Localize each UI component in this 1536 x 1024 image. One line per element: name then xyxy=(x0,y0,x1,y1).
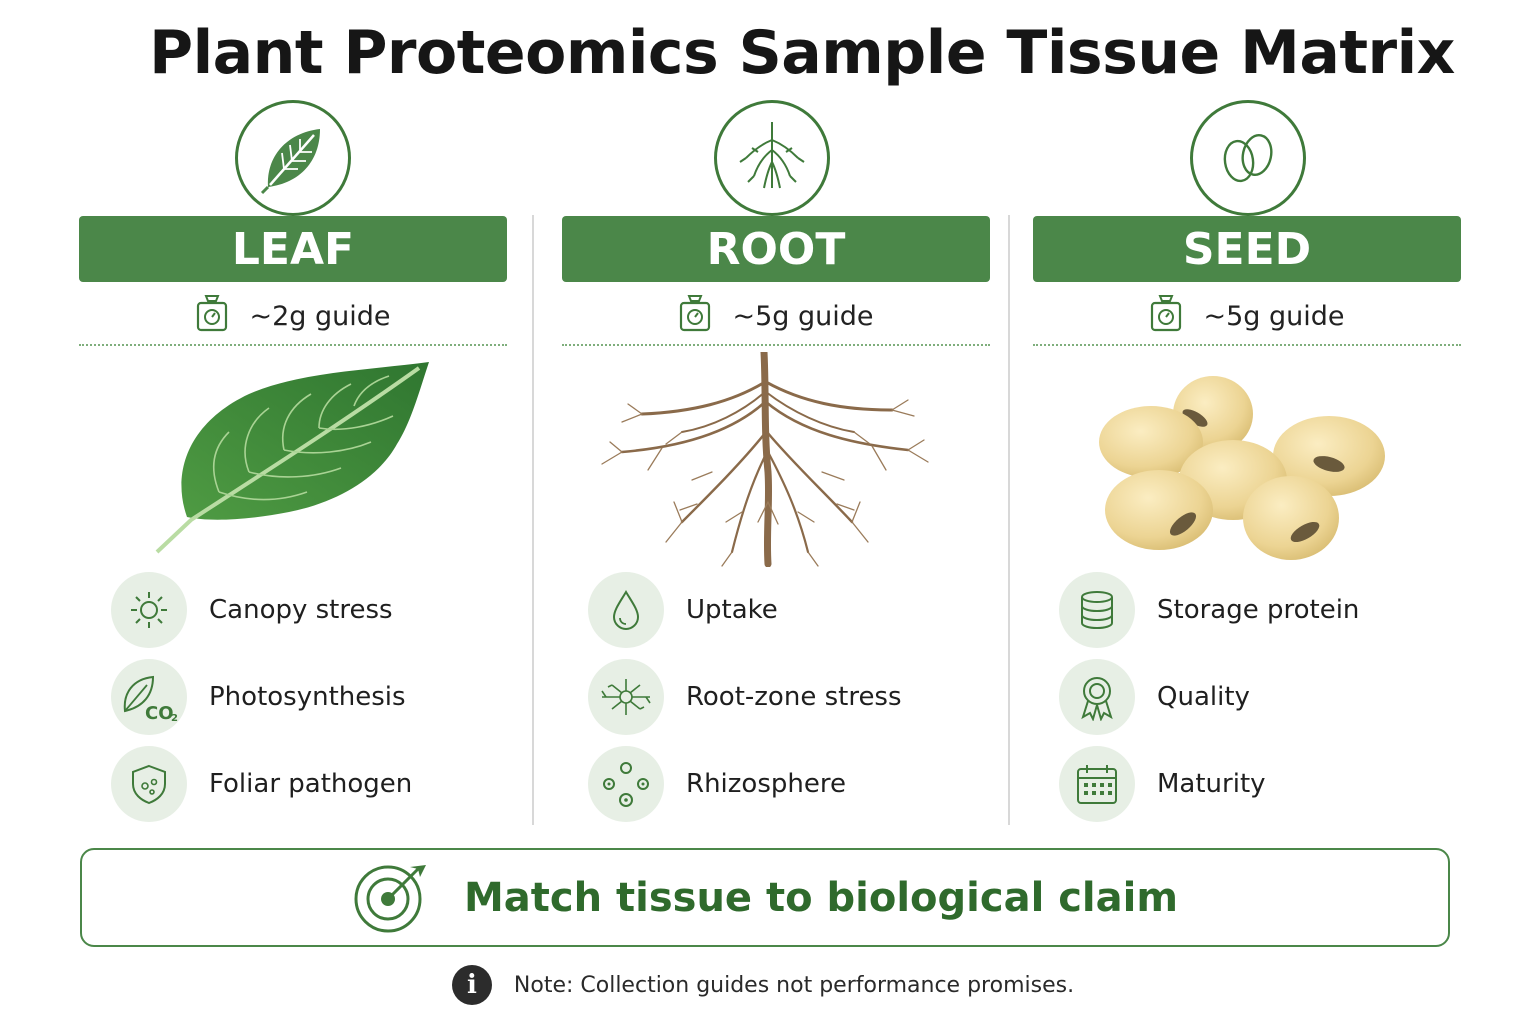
seed-illustration xyxy=(1033,352,1461,562)
attribute-label: Maturity xyxy=(1157,769,1266,799)
seed-icon xyxy=(1190,100,1306,216)
root-icon xyxy=(714,100,830,216)
tissue-header-seed: SEED xyxy=(1033,216,1461,282)
attribute-item: CO 2 Photosynthesis xyxy=(111,659,507,735)
target-arrow-icon xyxy=(352,857,430,939)
svg-text:2: 2 xyxy=(171,713,178,723)
sample-guide: ~5g guide xyxy=(1033,294,1461,338)
attribute-label: Photosynthesis xyxy=(209,682,406,712)
attribute-label: Root-zone stress xyxy=(686,682,902,712)
scale-icon xyxy=(195,293,229,340)
dotted-divider xyxy=(1033,344,1461,346)
microbes-icon xyxy=(588,746,664,822)
tissue-header-leaf: LEAF xyxy=(79,216,507,282)
dotted-divider xyxy=(562,344,990,346)
scale-icon xyxy=(1149,293,1183,340)
attribute-item: Quality xyxy=(1059,659,1455,735)
leaf-icon xyxy=(235,100,351,216)
tissue-column-root: ROOT ~5g guide xyxy=(562,100,990,830)
tissue-header-root: ROOT xyxy=(562,216,990,282)
award-ribbon-icon xyxy=(1059,659,1135,735)
leaf-illustration xyxy=(79,352,507,562)
column-divider xyxy=(532,215,534,825)
root-network-icon xyxy=(588,659,664,735)
shield-pathogen-icon xyxy=(111,746,187,822)
scale-icon xyxy=(678,293,712,340)
water-drop-icon xyxy=(588,572,664,648)
attribute-label: Quality xyxy=(1157,682,1250,712)
sample-guide: ~2g guide xyxy=(79,294,507,338)
calendar-icon xyxy=(1059,746,1135,822)
tissue-column-leaf: LEAF ~2g guide xyxy=(79,100,507,830)
sample-guide-text: ~5g guide xyxy=(1203,300,1345,332)
attribute-item: Root-zone stress xyxy=(588,659,984,735)
attribute-label: Uptake xyxy=(686,595,778,625)
tissue-column-seed: SEED ~5g guide xyxy=(1033,100,1461,830)
svg-text:CO: CO xyxy=(145,703,174,723)
page-title: Plant Proteomics Sample Tissue Matrix xyxy=(149,18,1455,88)
sample-guide-text: ~5g guide xyxy=(732,300,874,332)
footnote-text: Note: Collection guides not performance … xyxy=(513,972,1075,998)
attribute-label: Foliar pathogen xyxy=(209,769,413,799)
root-illustration xyxy=(562,348,990,568)
claim-banner: Match tissue to biological claim xyxy=(80,848,1450,947)
leaf-co2-icon: CO 2 xyxy=(111,659,187,735)
attribute-item: Rhizosphere xyxy=(588,746,984,822)
attribute-label: Canopy stress xyxy=(209,595,393,625)
attribute-item: Canopy stress xyxy=(111,572,507,648)
attribute-item: Storage protein xyxy=(1059,572,1455,648)
attribute-item: Uptake xyxy=(588,572,984,648)
sun-icon xyxy=(111,572,187,648)
attribute-item: Maturity xyxy=(1059,746,1455,822)
sample-guide: ~5g guide xyxy=(562,294,990,338)
attribute-label: Rhizosphere xyxy=(686,769,846,799)
attribute-label: Storage protein xyxy=(1157,595,1360,625)
attribute-item: Foliar pathogen xyxy=(111,746,507,822)
info-icon: i xyxy=(451,965,492,1005)
footnote: i Note: Collection guides not performanc… xyxy=(0,962,1536,1008)
column-divider xyxy=(1008,215,1010,825)
claim-text: Match tissue to biological claim xyxy=(463,874,1179,921)
sample-guide-text: ~2g guide xyxy=(249,300,391,332)
dotted-divider xyxy=(79,344,507,346)
database-stack-icon xyxy=(1059,572,1135,648)
